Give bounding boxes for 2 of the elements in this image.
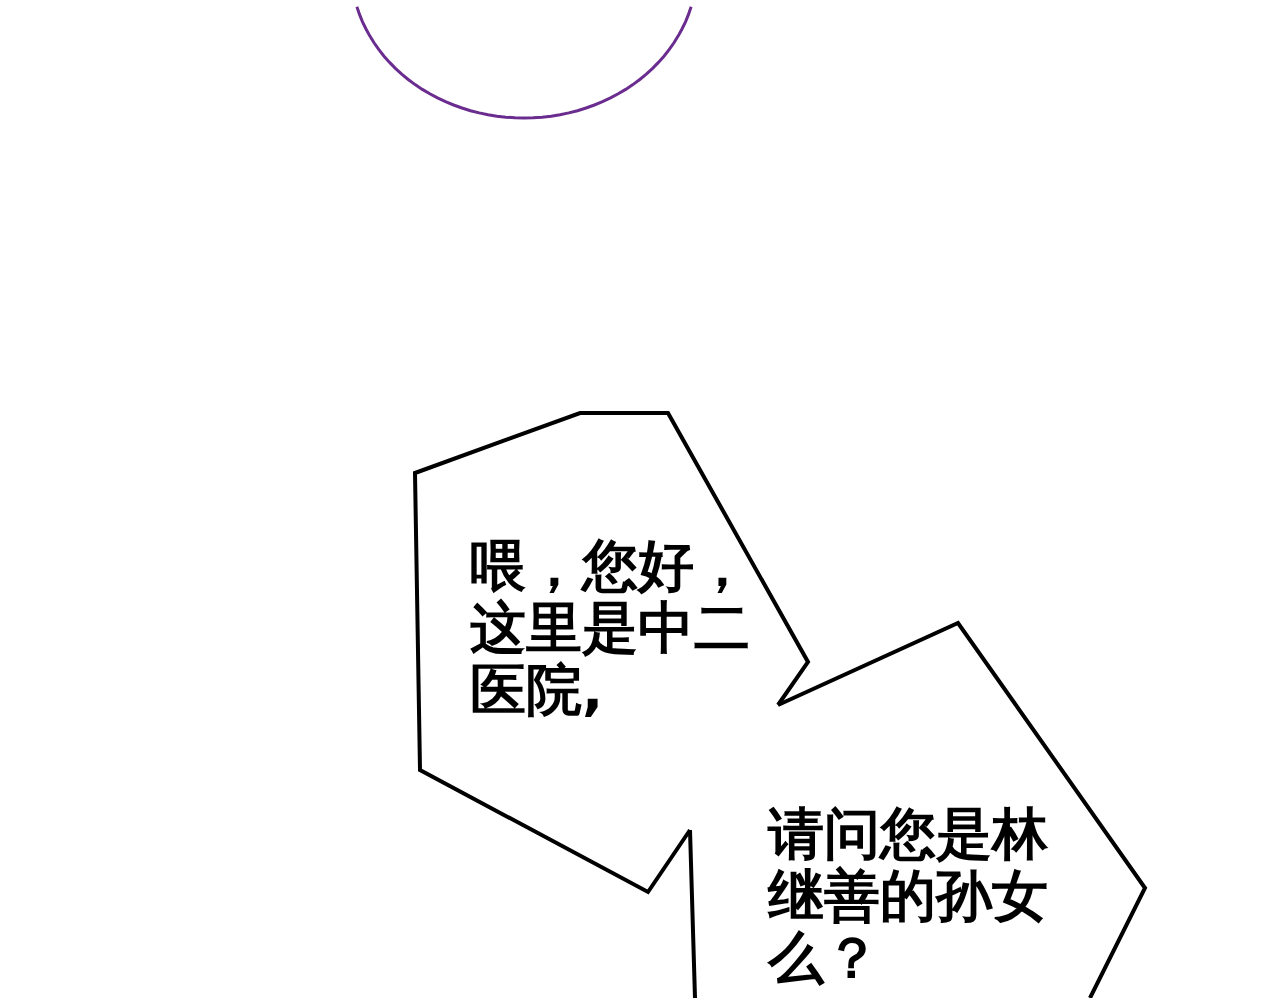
dialogue-text: 喂，您好，这里是中二医院, <box>470 535 751 721</box>
dialogue-text: 请问您是林继善的孙女么？ <box>768 803 1049 989</box>
